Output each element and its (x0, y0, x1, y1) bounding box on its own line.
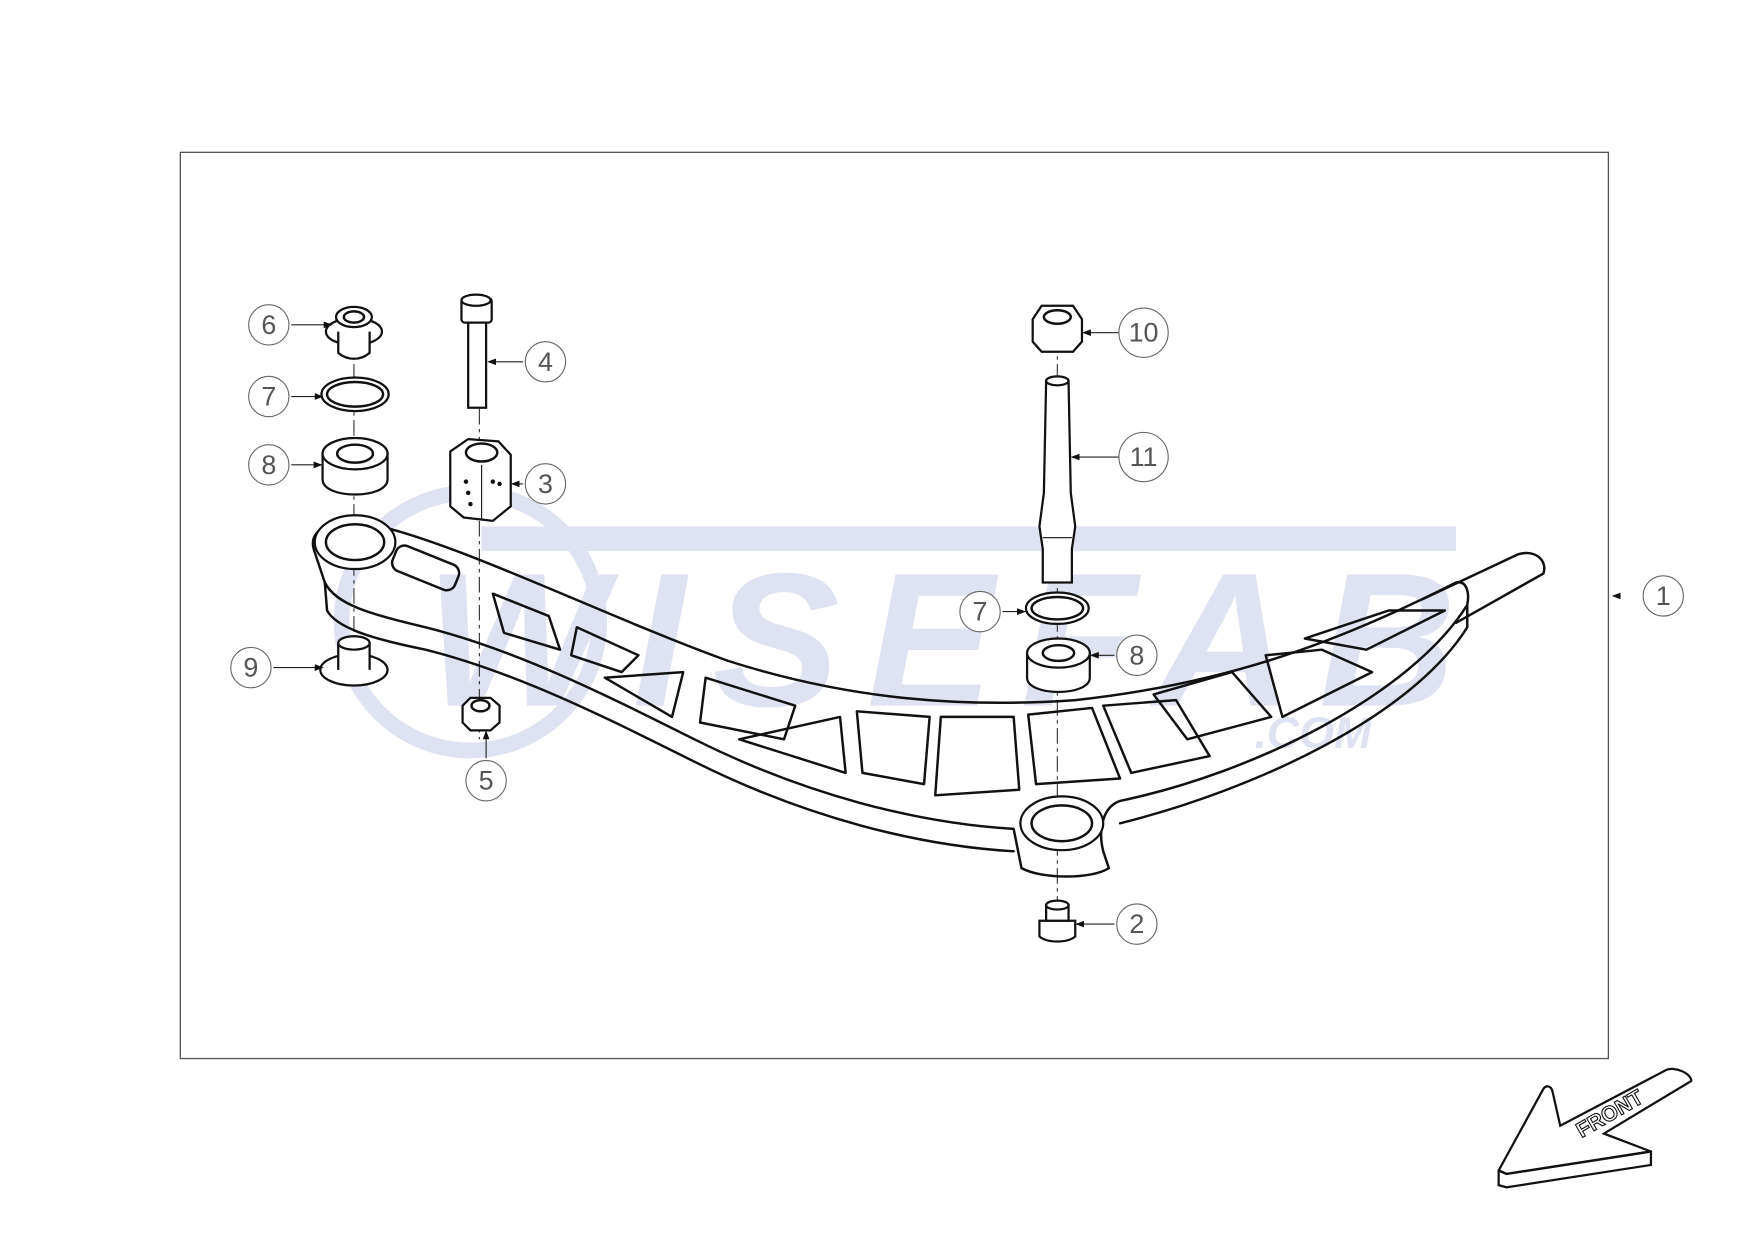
bearing-part-8 (321, 436, 389, 496)
callout-5: 5 (465, 760, 507, 802)
hex-block-part-3 (449, 437, 512, 523)
svg-text:10: 10 (1129, 318, 1159, 348)
spacer-part-6 (324, 305, 384, 360)
leader-lines (273, 321, 1621, 928)
callout-8-upper: 8 (248, 444, 290, 486)
circlip-part-7-lower (1024, 591, 1090, 626)
svg-text:5: 5 (479, 766, 494, 796)
nut-part-5 (461, 696, 501, 732)
spacer-part-2 (1038, 899, 1077, 943)
callout-4: 4 (524, 341, 567, 383)
wishbone-arm-part-1 (311, 514, 1546, 878)
svg-text:2: 2 (1129, 909, 1144, 939)
svg-text:8: 8 (1129, 640, 1144, 670)
bearing-part-8-lower (1025, 637, 1091, 693)
callout-3: 3 (524, 463, 567, 505)
diagram-frame (179, 151, 1610, 1060)
watermark-logo: WISEFAB .COM (333, 485, 1456, 759)
circlip-part-7 (320, 376, 390, 413)
front-direction-arrow: FRONT (1497, 1067, 1693, 1189)
bolt-part-4 (460, 293, 493, 409)
callout-9: 9 (230, 646, 272, 689)
svg-text:6: 6 (261, 310, 276, 340)
nut-part-10 (1031, 304, 1084, 353)
callout-11: 11 (1118, 431, 1169, 483)
callout-7-upper: 7 (248, 375, 290, 418)
callout-10: 10 (1118, 307, 1169, 358)
callout-7-lower: 7 (959, 590, 1001, 633)
svg-text:11: 11 (1130, 442, 1158, 472)
svg-text:7: 7 (261, 382, 276, 412)
spacer-part-9 (319, 635, 389, 687)
callout-2: 2 (1116, 903, 1158, 945)
pin-part-11 (1038, 375, 1077, 584)
svg-text:8: 8 (261, 450, 276, 480)
svg-text:1: 1 (1656, 581, 1671, 611)
callout-6: 6 (248, 304, 290, 346)
svg-text:9: 9 (243, 653, 258, 683)
watermark-text: WISEFAB (426, 535, 1456, 747)
callout-8-lower: 8 (1116, 634, 1158, 677)
svg-text:3: 3 (538, 469, 553, 499)
callout-1: 1 (1642, 575, 1684, 617)
svg-text:7: 7 (973, 597, 988, 627)
svg-text:4: 4 (538, 347, 553, 377)
